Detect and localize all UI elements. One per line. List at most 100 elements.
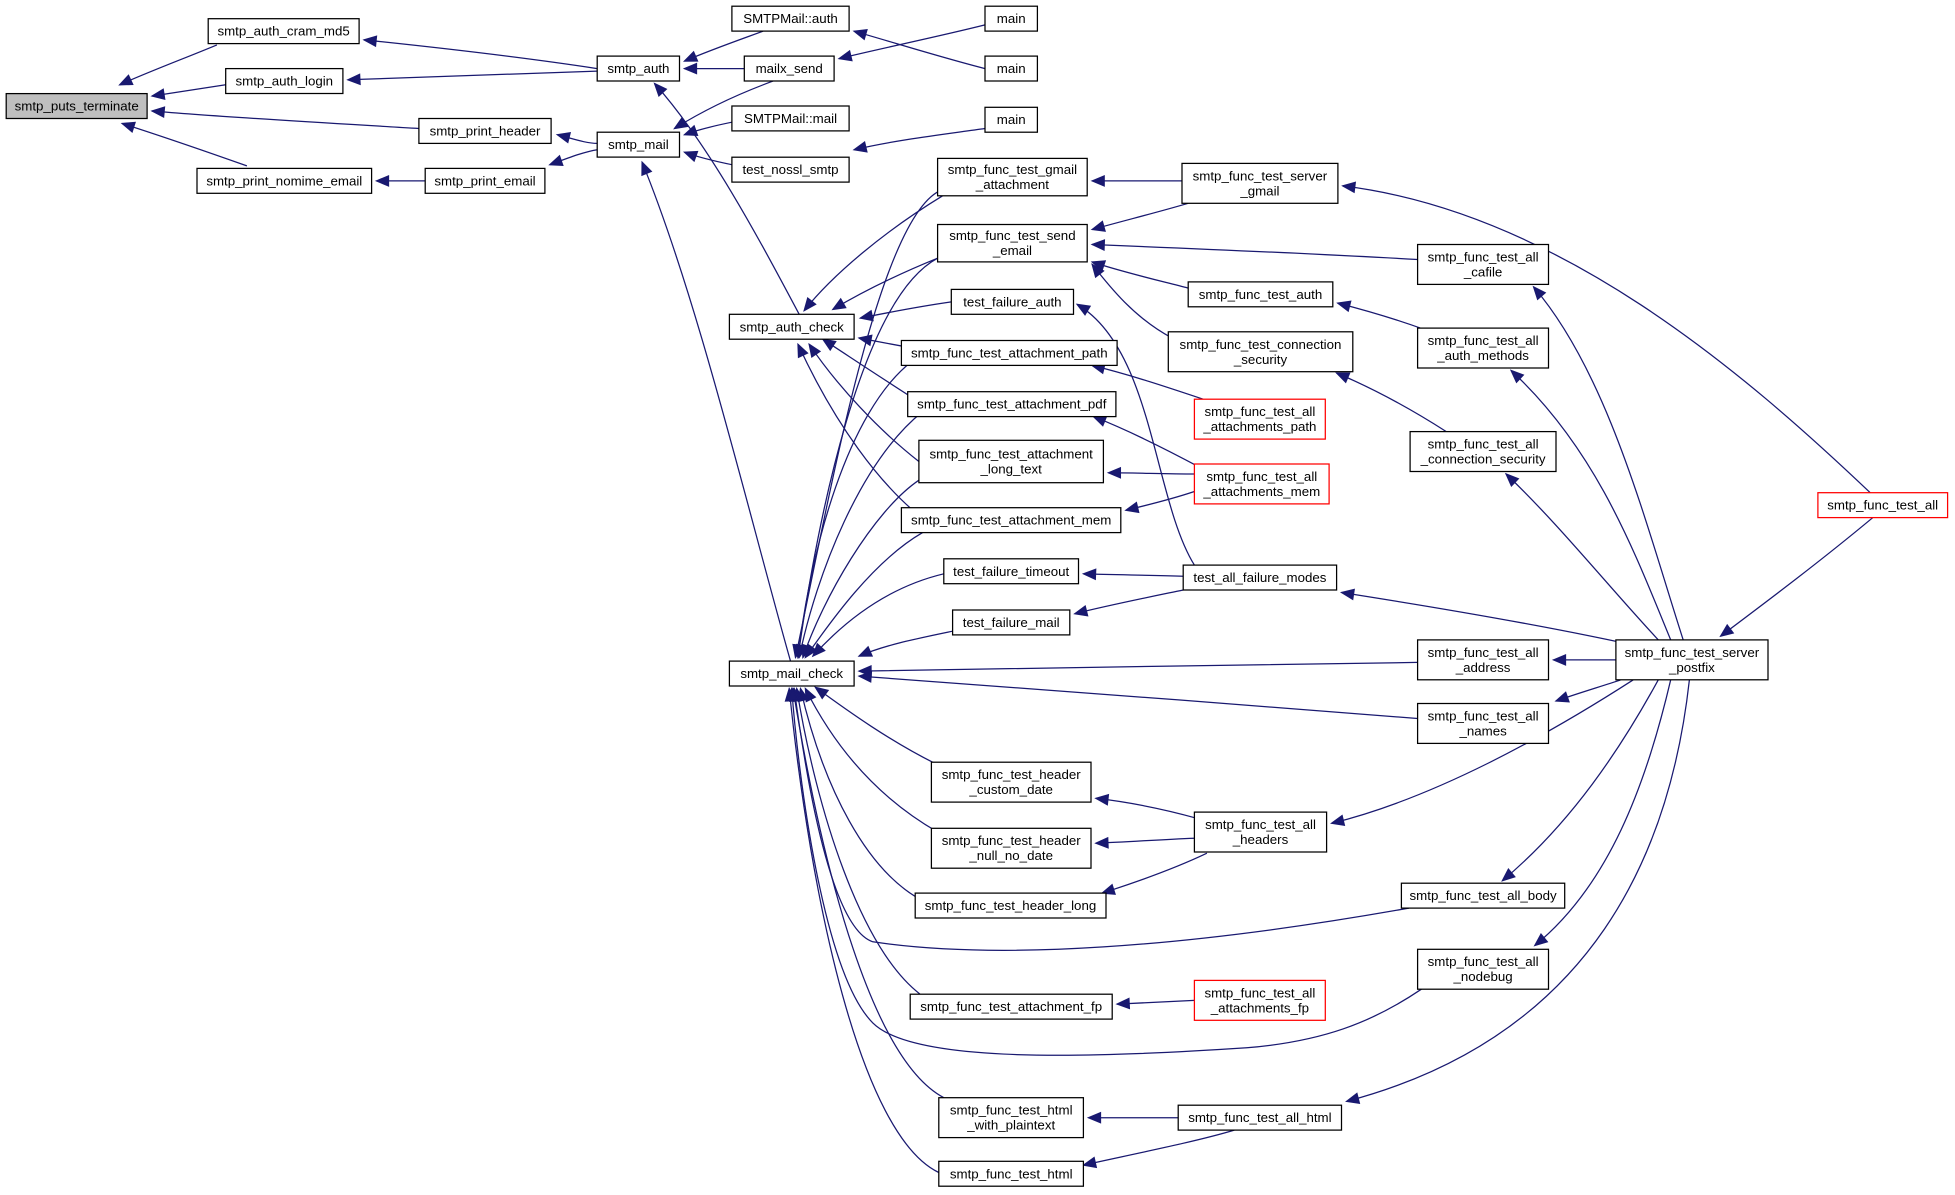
node-smtp-auth-login[interactable]: smtp_auth_login [225, 67, 344, 95]
edge-line [792, 688, 945, 1099]
node-smtp-func-test-header-null-no-date[interactable]: smtp_func_test_header_null_no_date [930, 827, 1092, 869]
node-label: smtp_func_test_all [1428, 437, 1539, 452]
arrowhead-icon [653, 82, 668, 97]
node-smtp-func-test-attachment-path[interactable]: smtp_func_test_attachment_path [900, 339, 1118, 367]
arrowhead-icon [346, 73, 361, 86]
node-smtp-func-test-all-attachments-fp[interactable]: smtp_func_test_all_attachments_fp [1193, 979, 1326, 1021]
arrowhead-icon [682, 62, 698, 75]
node-box [728, 313, 855, 340]
node-smtp-func-test-all[interactable]: smtp_func_test_all [1817, 492, 1949, 519]
edge-n36-to-n22 [1106, 466, 1195, 479]
node-smtp-func-test-send-email[interactable]: smtp_func_test_send_email [936, 223, 1088, 263]
edge-n7-to-n5 [548, 149, 598, 166]
node-smtp-func-test-all-html[interactable]: smtp_func_test_all_html [1177, 1104, 1343, 1131]
node-smtp-print-nomime-email[interactable]: smtp_print_nomime_email [196, 167, 373, 194]
edge-line [832, 257, 938, 310]
edge-line [1341, 591, 1622, 644]
node-smtp-auth-cram-md5[interactable]: smtp_auth_cram_md5 [207, 18, 360, 45]
node-test-failure-auth[interactable]: test_failure_auth [950, 288, 1075, 315]
node-smtp-func-test-header-custom-date[interactable]: smtp_func_test_header_custom_date [930, 761, 1092, 803]
node-label: smtp_func_test_connection [1180, 337, 1342, 352]
arrowhead-icon [1335, 372, 1351, 384]
node-box [1193, 463, 1330, 505]
node-smtp-func-test-all-connection-security[interactable]: smtp_func_test_all_connection_security [1409, 430, 1557, 473]
node-smtp-func-test-server-gmail[interactable]: smtp_func_test_server_gmail [1181, 162, 1339, 204]
node-test-nossl-smtp[interactable]: test_nossl_smtp [731, 156, 850, 183]
edge-line [803, 195, 943, 311]
node-smtp-func-test-attachment-long-text[interactable]: smtp_func_test_attachment_long_text [918, 439, 1105, 484]
node-box [1416, 702, 1550, 745]
node-smtp-func-test-gmail-attachment[interactable]: smtp_func_test_gmail_attachment [936, 157, 1088, 197]
node-test-failure-timeout[interactable]: test_failure_timeout [943, 558, 1080, 585]
edge-line [1337, 302, 1425, 330]
node-label: _address [1455, 660, 1511, 675]
arrowhead-icon [1075, 303, 1092, 316]
node-smtp-func-test-server-postfix[interactable]: smtp_func_test_server_postfix [1615, 639, 1769, 681]
edge-n26-to-n16 [814, 686, 938, 766]
node-smtp-func-test-all-headers[interactable]: smtp_func_test_all_headers [1193, 811, 1328, 853]
node-smtp-func-test-all-attachments-mem[interactable]: smtp_func_test_all_attachments_mem [1193, 463, 1330, 505]
node-smtp-func-test-all-cafile[interactable]: smtp_func_test_all_cafile [1416, 243, 1550, 286]
node-smtp-func-test-all-body[interactable]: smtp_func_test_all_body [1400, 882, 1566, 909]
node-smtp-func-test-all-attachments-path[interactable]: smtp_func_test_all_attachments_path [1193, 398, 1326, 440]
node-smtp-func-test-all-nodebug[interactable]: smtp_func_test_all_nodebug [1416, 948, 1550, 990]
node-smtp-auth[interactable]: smtp_auth [596, 55, 681, 82]
arrowhead-icon [150, 106, 166, 118]
edge-line [1510, 370, 1672, 641]
edge-line [1083, 1129, 1235, 1166]
node-test-all-failure-modes[interactable]: test_all_failure_modes [1182, 564, 1338, 591]
node-smtp-auth-check[interactable]: smtp_auth_check [728, 313, 855, 340]
node-smtp-print-header[interactable]: smtp_print_header [418, 117, 552, 145]
node-smtp-func-test-connection-security[interactable]: smtp_func_test_connection_security [1167, 331, 1354, 373]
node-smtp-print-email[interactable]: smtp_print_email [424, 167, 546, 194]
edge-line [1108, 472, 1195, 475]
edge-n38-to-n28 [1100, 852, 1208, 895]
edge-line [794, 189, 943, 658]
edge-n36-to-n23 [1124, 490, 1195, 514]
node-smtp-func-test-attachment-pdf[interactable]: smtp_func_test_attachment_pdf [907, 391, 1117, 418]
node-mailx-send[interactable]: mailx_send [743, 55, 835, 82]
node-label: smtp_func_test_send [949, 228, 1075, 243]
edge-n9-to-n6 [682, 62, 745, 75]
node-smtp-func-test-auth[interactable]: smtp_func_test_auth [1187, 281, 1334, 308]
node-box [950, 288, 1075, 315]
edge-line [788, 688, 940, 1174]
arrowhead-icon [682, 150, 699, 163]
node-smtpmail-auth[interactable]: SMTPMail::auth [731, 5, 850, 32]
node-smtp-puts-terminate[interactable]: smtp_puts_terminate [5, 92, 148, 120]
node-box [930, 761, 1092, 803]
node-label: test_failure_timeout [953, 564, 1069, 579]
node-smtp-func-test-html[interactable]: smtp_func_test_html [938, 1160, 1085, 1187]
edge-line [858, 630, 953, 657]
node-smtpmail-mail[interactable]: SMTPMail::mail [731, 105, 850, 132]
edge-n38-to-n26 [1094, 793, 1198, 819]
edge-n7-to-n3 [555, 132, 598, 145]
node-test-failure-mail[interactable]: test_failure_mail [951, 609, 1071, 636]
edge-n9-to-n7 [673, 80, 774, 130]
node-smtp-func-test-attachment-mem[interactable]: smtp_func_test_attachment_mem [900, 507, 1122, 534]
node-box [1177, 1104, 1343, 1131]
node-smtp-func-test-header-long[interactable]: smtp_func_test_header_long [914, 892, 1107, 919]
node-smtp-func-test-all-address[interactable]: smtp_func_test_all_address [1416, 639, 1550, 681]
edge-n4-to-n0 [120, 121, 248, 167]
node-label: smtp_func_test_all [1204, 985, 1315, 1000]
node-smtp-func-test-html-with-plaintext[interactable]: smtp_func_test_html_with_plaintext [938, 1097, 1085, 1139]
edge-n20-to-n16 [793, 361, 912, 660]
arrowhead-icon [1719, 623, 1735, 638]
arrowhead-icon [1086, 1111, 1102, 1124]
node-smtp-mail[interactable]: smtp_mail [596, 131, 681, 158]
node-label: test_all_failure_modes [1193, 570, 1326, 585]
node-label: _attachments_fp [1210, 1000, 1309, 1015]
node-label: smtp_print_nomime_email [206, 173, 362, 188]
node-smtp-func-test-all-auth-methods[interactable]: smtp_func_test_all_auth_methods [1416, 327, 1550, 369]
node-main[interactable]: main [984, 5, 1039, 32]
node-main[interactable]: main [984, 55, 1039, 82]
node-smtp-mail-check[interactable]: smtp_mail_check [728, 660, 855, 687]
arrowhead-icon [150, 88, 166, 101]
node-smtp-func-test-all-names[interactable]: smtp_func_test_all_names [1416, 702, 1550, 745]
edge-line [119, 44, 218, 86]
edge-line [364, 39, 598, 70]
node-main[interactable]: main [984, 106, 1039, 133]
node-smtp-func-test-attachment-fp[interactable]: smtp_func_test_attachment_fp [909, 993, 1113, 1020]
edge-n49-to-n48 [1719, 517, 1874, 638]
